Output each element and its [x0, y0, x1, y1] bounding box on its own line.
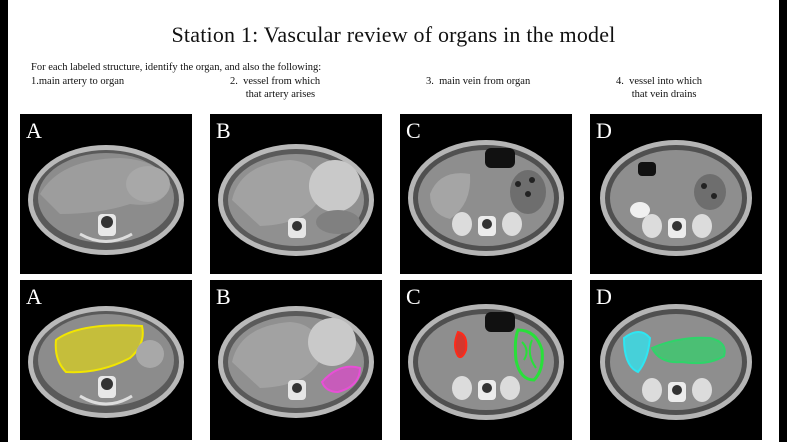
- panel-letter: B: [216, 284, 231, 309]
- ct-panel-c-labeled: C: [400, 280, 572, 440]
- ct-panel-a-labeled: A: [20, 280, 192, 440]
- slide-title: Station 1: Vascular review of organs in …: [171, 22, 616, 47]
- panel-letter: C: [406, 284, 421, 309]
- panel-letter: D: [596, 118, 612, 143]
- pancreas-highlight: [650, 336, 726, 365]
- question-2: 2. vessel from which that artery arises: [230, 76, 321, 100]
- duodenum-highlight: [454, 330, 468, 359]
- ct-panel-b-labeled: B: [210, 280, 382, 440]
- panel-letter: C: [406, 118, 421, 143]
- ct-panel-d-labeled: D: [590, 280, 762, 440]
- slide: Station 1: Vascular review of organs in …: [8, 0, 779, 442]
- question-3: 3. main vein from organ: [426, 76, 531, 87]
- panel-letter: B: [216, 118, 231, 143]
- instructions-text: For each labeled structure, identify the…: [31, 62, 322, 73]
- ct-panel-a-unlabeled: A: [20, 114, 192, 274]
- panel-letter: A: [26, 284, 42, 309]
- question-4: 4. vessel into which that vein drains: [616, 76, 703, 100]
- liver-highlight: [54, 324, 144, 374]
- ct-panel-b-unlabeled: B: [210, 114, 382, 274]
- panel-letter: D: [596, 284, 612, 309]
- question-1: 1.main artery to organ: [31, 76, 125, 87]
- panel-letter: A: [26, 118, 42, 143]
- ct-panel-c-unlabeled: C: [400, 114, 572, 274]
- spleen-highlight: [320, 365, 362, 394]
- ct-panel-d-unlabeled: D: [590, 114, 762, 274]
- colon-highlight: [513, 328, 544, 382]
- gallbladder-highlight: [622, 331, 652, 374]
